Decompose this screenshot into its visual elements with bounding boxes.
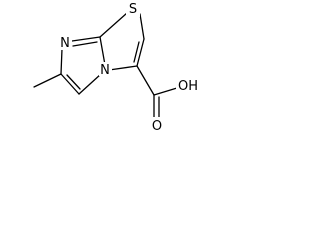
atom-n-background — [58, 35, 72, 50]
atom-oh-label: OH — [178, 79, 198, 94]
bond-c5-c3-double-inner — [133, 41, 140, 63]
atom-bridge-n-background — [99, 62, 112, 76]
bond-nbridge-c2 — [99, 36, 106, 66]
bond-c3-nbridge — [108, 65, 138, 71]
bond-carboxyl-oh — [153, 87, 178, 96]
bond-c6-c5-double — [60, 73, 80, 95]
bond-c2-n-double — [71, 36, 101, 42]
bond-c2-n-double-inner — [72, 41, 98, 47]
atom-s-label: S — [129, 2, 137, 17]
bond-c3-carboxyl — [136, 65, 155, 96]
atom-o-label: O — [152, 119, 162, 134]
atom-o-background — [150, 117, 164, 134]
bond-methyl — [33, 73, 62, 88]
atom-n-label: N — [60, 36, 70, 51]
chemical-structure: S N N OH O — [33, 0, 200, 134]
bond-c5-c3-double — [136, 38, 145, 67]
bond-c6-c5-double-inner — [66, 74, 81, 90]
bond-c5-nbridge — [78, 73, 102, 95]
atom-oh-background — [176, 76, 200, 93]
bond-n-c6 — [60, 48, 63, 75]
bond-s-c2 — [99, 12, 128, 38]
atom-s-background — [126, 0, 140, 17]
bond-s-c5 — [139, 13, 145, 40]
atom-bridge-n-label: N — [100, 63, 110, 78]
